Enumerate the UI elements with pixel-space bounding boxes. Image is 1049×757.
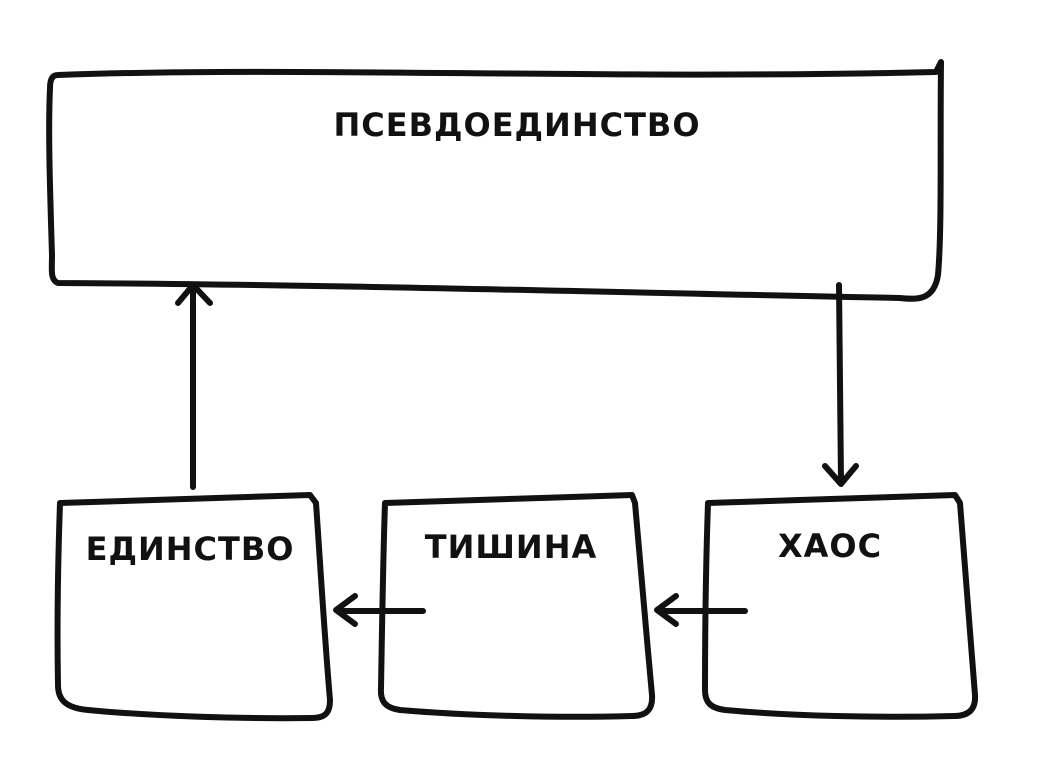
arrow-silence-to-unity (333, 593, 426, 627)
node-silence-label: ТИШИНА (425, 528, 597, 566)
node-unity: ЕДИНСТВО (54, 492, 333, 722)
node-unity-label: ЕДИНСТВО (86, 530, 295, 568)
node-pseudo-unity: ПСЕВДОЕДИНСТВО (46, 59, 944, 302)
arrow-pseudo-unity-to-chaos (822, 282, 859, 487)
node-silence-box (377, 492, 656, 720)
node-chaos: ХАОС (702, 492, 979, 720)
node-chaos-box (702, 492, 979, 720)
node-silence: ТИШИНА (377, 492, 656, 720)
node-chaos-label: ХАОС (778, 527, 882, 565)
node-unity-box (54, 492, 333, 722)
node-pseudo-unity-label: ПСЕВДОЕДИНСТВО (333, 106, 700, 144)
node-pseudo-unity-box (46, 59, 944, 302)
arrow-unity-to-pseudo-unity (175, 282, 213, 490)
arrow-chaos-to-silence (654, 593, 748, 627)
